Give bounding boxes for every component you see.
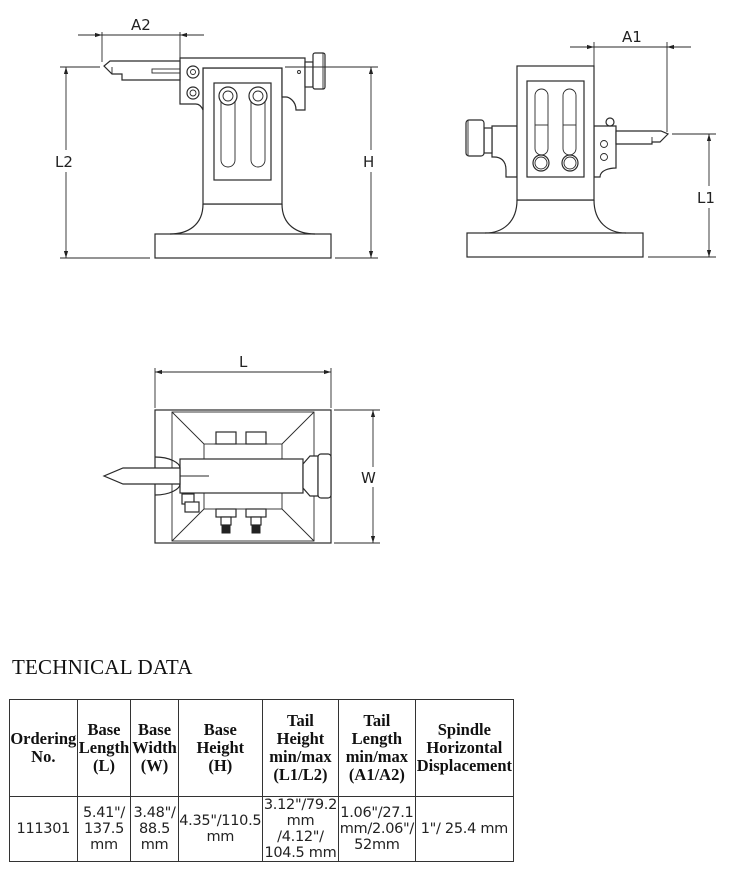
tool-bar <box>615 130 670 145</box>
tool-bar <box>103 60 181 81</box>
knob-shaft <box>304 61 314 88</box>
header-line: Tail <box>363 711 391 730</box>
cell-line: 104.5 mm <box>264 845 337 861</box>
dim-label-l2: L2 <box>55 153 73 171</box>
screw <box>605 117 615 127</box>
knob-shaft <box>483 127 493 154</box>
header-line: Width <box>132 738 177 757</box>
header-line: Tail Height <box>276 711 325 748</box>
header-line: Base Height <box>196 720 245 757</box>
holder-block-left <box>491 125 518 178</box>
dim-label-w: W <box>361 469 376 487</box>
cell-line: 1"/ 25.4 mm <box>420 821 509 837</box>
header-line: min/max <box>269 747 332 766</box>
cell-line: mm /4.12"/ <box>277 813 324 845</box>
header-base-height: Base Height(H) <box>177 699 263 797</box>
bolt-head <box>215 431 237 445</box>
knob <box>465 119 485 157</box>
header-line: Spindle <box>437 720 491 739</box>
tail-head-block <box>179 57 306 111</box>
dim-label-a2: A2 <box>131 16 151 34</box>
nut <box>218 86 238 106</box>
header-line: (H) <box>208 756 233 775</box>
knob <box>312 52 326 90</box>
cell-line: 52mm <box>354 837 400 853</box>
cell-base-width: 3.48"/88.5 mm <box>130 796 179 862</box>
header-line: min/max <box>345 747 409 766</box>
cell-line: 3.12"/79.2 <box>263 797 338 813</box>
base-plate <box>154 233 332 259</box>
header-line: Base <box>138 720 172 739</box>
knob-collar <box>302 455 319 497</box>
section-title: TECHNICAL DATA <box>12 655 193 679</box>
cell-line: mm <box>206 829 235 845</box>
header-line: Displacement <box>416 756 513 775</box>
header-line: (A1/A2) <box>348 765 405 784</box>
pedestal-flare-left <box>169 203 204 235</box>
dim-label-l1: L1 <box>697 189 715 207</box>
screw <box>186 86 200 100</box>
pedestal-flare-right <box>281 203 316 235</box>
header-line: No. <box>31 747 56 766</box>
nut <box>248 86 268 106</box>
header-line: Base <box>87 720 121 739</box>
screw <box>186 65 200 79</box>
header-line: Horizontal <box>426 738 503 757</box>
header-line: (L1/L2) <box>273 765 328 784</box>
header-line: Length <box>351 729 403 748</box>
base-plate <box>466 232 644 258</box>
cell-line: 3.48"/ <box>133 805 176 821</box>
dim-label-l: L <box>239 353 248 371</box>
side-view-right: A1 L1 <box>465 28 719 258</box>
bolt-head <box>245 508 267 518</box>
header-line: (L) <box>92 756 115 775</box>
holder-block-right <box>593 125 617 178</box>
center-point <box>102 467 181 485</box>
cell-line: 88.5 mm <box>138 821 171 853</box>
top-view: L W <box>102 353 382 544</box>
cell-ordering-no: 111301 <box>9 796 78 862</box>
cell-line: 1.06"/27.1 <box>340 805 414 821</box>
cell-line: 137.5 mm <box>83 821 124 853</box>
cell-line: 5.41"/ <box>82 805 126 821</box>
cell-spindle-displacement: 1"/ 25.4 mm <box>414 796 515 862</box>
cell-base-length: 5.41"/137.5 mm <box>76 796 132 862</box>
knob <box>317 453 332 499</box>
table-row: 111301 5.41"/137.5 mm 3.48"/88.5 mm 4.35… <box>9 796 515 862</box>
side-view-left: A2 L2 H <box>55 16 380 259</box>
bolt-head <box>215 508 237 518</box>
bolt-head <box>245 431 267 445</box>
dim-label-a1: A1 <box>622 28 642 46</box>
header-line: Ordering <box>10 729 77 748</box>
header-line: (W) <box>140 756 169 775</box>
header-line: Length <box>78 738 130 757</box>
dim-label-h: H <box>363 153 374 171</box>
cell-line: mm/2.06"/ <box>339 821 415 837</box>
technical-drawing: A2 L2 H <box>55 16 719 544</box>
cell-line: 4.35"/110.5 <box>179 813 262 829</box>
